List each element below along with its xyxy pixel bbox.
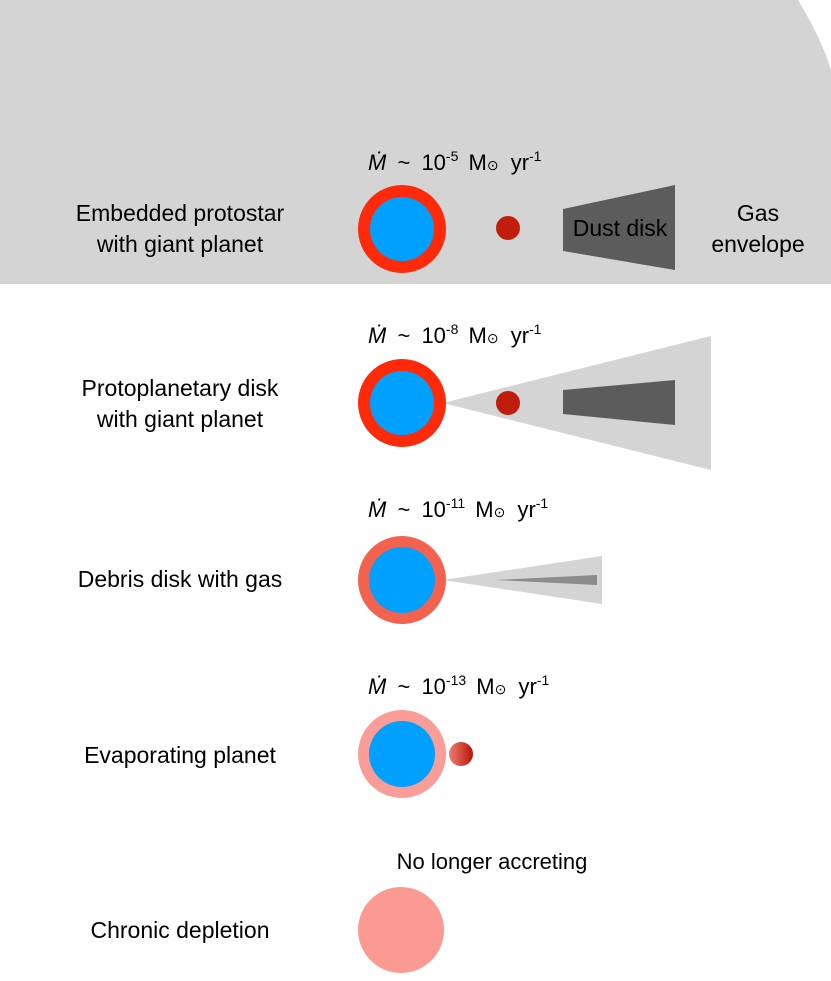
accretion-rate-stage-2: Ṁ ~ 10-8 M⊙ yr-1: [368, 314, 542, 348]
stage-label-protoplanetary-line2: with giant planet: [96, 406, 264, 432]
depleted-star: [358, 887, 444, 973]
mdot-symbol: Ṁ: [368, 150, 387, 175]
stage-label-protoplanetary-line1: Protoplanetary disk: [82, 375, 279, 401]
accretion-rate-stage-4: Ṁ ~ 10-13 M⊙ yr-1: [368, 665, 549, 699]
stage-chronic-depletion: No longer accreting Chronic depletion: [90, 849, 587, 973]
accretion-rate-stage-3: Ṁ ~ 10-11 M⊙ yr-1: [368, 488, 548, 522]
giant-planet: [496, 391, 520, 415]
protostar-core: [370, 371, 434, 435]
mdot-symbol: Ṁ: [368, 323, 387, 348]
protostar-core: [369, 721, 435, 787]
sun-symbol: ⊙: [487, 157, 499, 173]
sun-symbol: ⊙: [494, 504, 506, 520]
dust-disk-shape: [563, 185, 675, 270]
dust-disk-shape: [563, 380, 675, 425]
gas-envelope-label-line1: Gas: [737, 200, 779, 226]
stage-label-embedded-line1: Embedded protostar: [76, 200, 285, 226]
status-no-longer-accreting: No longer accreting: [397, 849, 588, 874]
sun-symbol: ⊙: [487, 330, 499, 346]
stage-debris-disk: Ṁ ~ 10-11 M⊙ yr-1 Debris disk with gas: [78, 488, 602, 624]
mdot-symbol: Ṁ: [368, 674, 387, 699]
sun-symbol: ⊙: [495, 681, 507, 697]
accretion-rate-stage-1: Ṁ ~ 10-5 M⊙ yr-1: [368, 141, 542, 175]
mdot-symbol: Ṁ: [368, 497, 387, 522]
stage-protoplanetary-disk: Ṁ ~ 10-8 M⊙ yr-1 Protoplanetary disk wit…: [82, 314, 711, 470]
stage-label-chronic-depletion: Chronic depletion: [90, 917, 269, 943]
stage-embedded-protostar: Ṁ ~ 10-5 M⊙ yr-1 Embedded protostar with…: [0, 0, 831, 284]
protostar-core: [370, 197, 434, 261]
stage-evaporating-planet: Ṁ ~ 10-13 M⊙ yr-1 Evaporating planet: [84, 665, 549, 798]
stage-label-debris: Debris disk with gas: [78, 566, 283, 592]
stage-label-embedded-line2: with giant planet: [96, 231, 264, 257]
evaporating-planet: [449, 742, 473, 766]
dust-disk-shape: [496, 575, 597, 585]
gas-envelope-label-line2: envelope: [711, 231, 804, 257]
dust-disk-label: Dust disk: [573, 215, 668, 241]
giant-planet: [496, 216, 520, 240]
stage-label-evaporating: Evaporating planet: [84, 742, 276, 768]
protostar-core: [369, 547, 435, 613]
